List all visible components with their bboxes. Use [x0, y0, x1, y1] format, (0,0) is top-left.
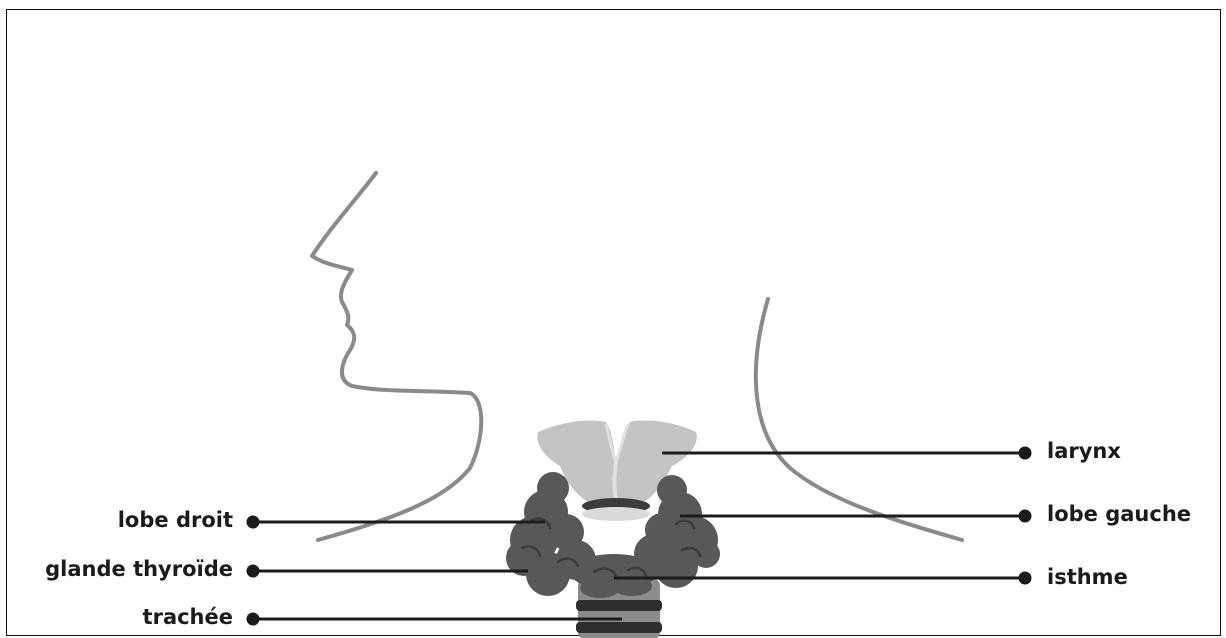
- label-isthme: isthme: [1047, 567, 1128, 588]
- face-profile-outline: [312, 173, 481, 540]
- label-lobe-droit: lobe droit: [118, 510, 233, 531]
- label-larynx: larynx: [1047, 441, 1121, 462]
- label-lobe-gauche: lobe gauche: [1047, 504, 1191, 525]
- label-trachee: trachée: [143, 607, 233, 628]
- label-glande-thyroide: glande thyroïde: [45, 559, 233, 580]
- neck-back-outline: [756, 299, 962, 540]
